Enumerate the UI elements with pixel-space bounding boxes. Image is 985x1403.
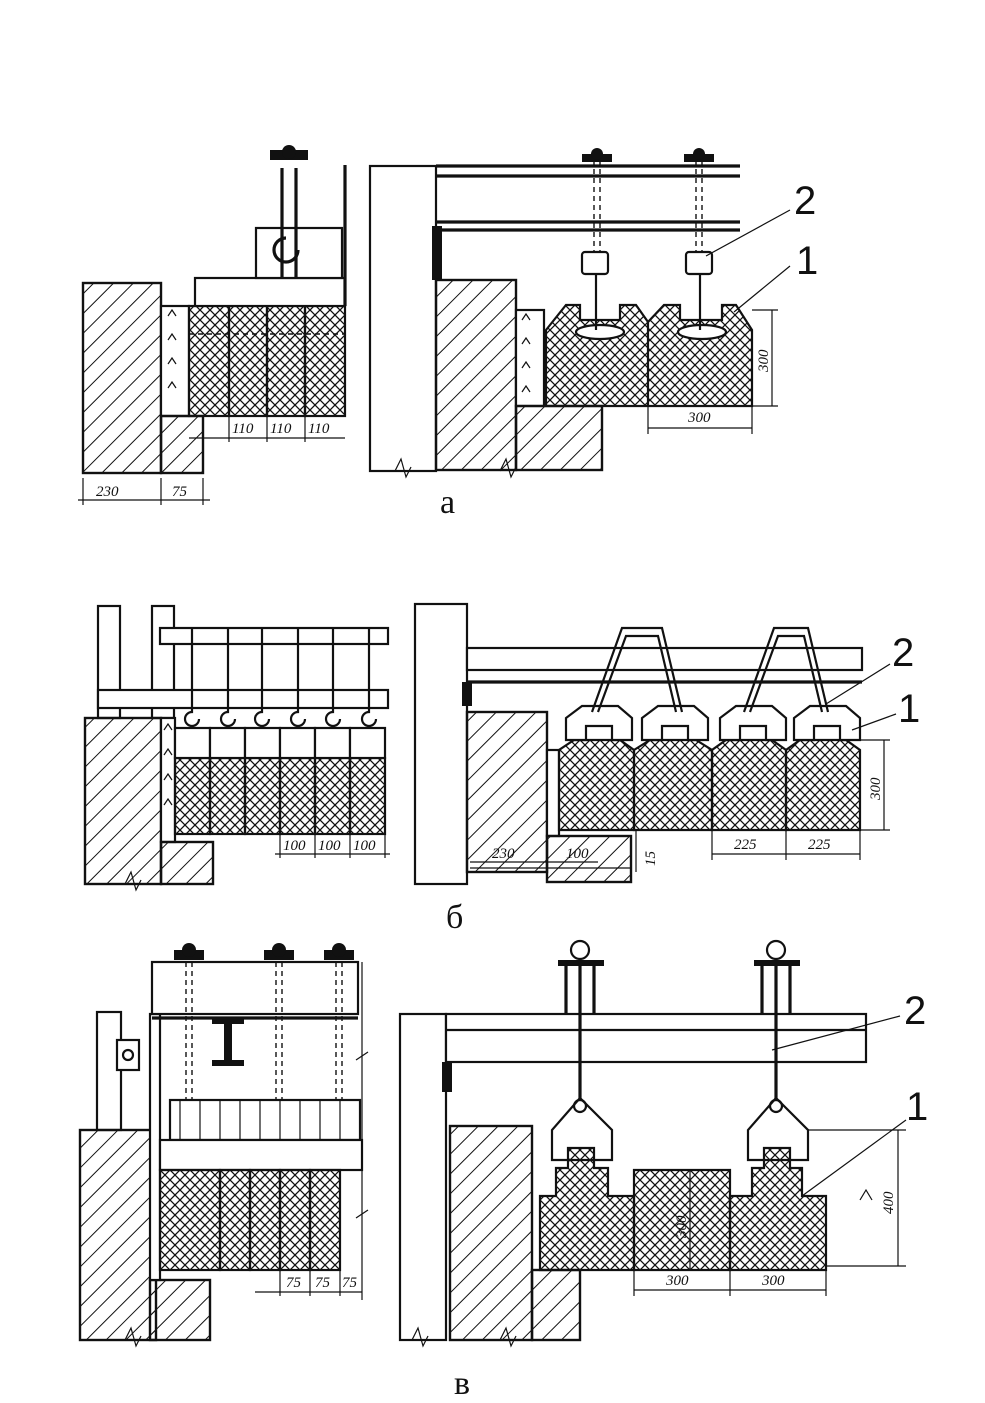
callout-number: 1 [898,687,920,731]
dim-label: 230 [96,484,119,500]
dim-label: 230 [492,846,515,862]
insulation-gap [159,304,191,418]
support-beam [193,276,347,308]
figure-caption: в [454,1365,470,1402]
support-beam [444,1012,868,1064]
brick-ledge [148,1278,212,1342]
nut-icon [558,960,604,966]
hanger-hooks [183,628,378,728]
dim-label: 75 [286,1275,302,1291]
brick-ledge [514,404,604,472]
dim-label: 300 [868,777,884,801]
dim-label: 225 [808,837,831,853]
hanger-loops [590,626,830,713]
figure-b: 100 100 100 [83,602,920,936]
dim-label: 300 [665,1273,689,1289]
suspension-clamp [580,250,610,276]
figure-c-right-view: 300 300 300 400 2 1 [398,939,928,1348]
steel-column [398,1012,448,1342]
hanger-rail [158,626,390,646]
dim-label: 75 [172,484,188,500]
figure-caption: б [446,899,463,936]
figure-b-right-view: 230 100 15 225 225 300 2 1 [413,602,920,886]
dim-label: 300 [687,410,711,426]
brick-ledge [530,1268,582,1342]
dim-label: 15 [643,851,659,867]
bolt-icon [121,1048,135,1062]
brick-wall [434,278,518,472]
refractory-blocks [538,1146,828,1272]
callout-number: 2 [794,179,816,223]
steel-column [368,164,438,473]
dim-label: 75 [315,1275,331,1291]
hook-icon [272,236,300,264]
brick-wall [448,1124,534,1342]
support-beam [150,960,360,1016]
dim-label: 300 [761,1273,785,1289]
dim-label: 100 [318,838,341,854]
dim-label: 110 [270,421,292,437]
dim-label: 75 [342,1275,358,1291]
dim-label: 400 [881,1191,897,1214]
figure-c-left-view: 75 75 75 [78,943,369,1348]
support-beam [96,688,390,710]
brick-wall [83,716,163,886]
dim-label: 100 [566,846,589,862]
dim-label: 300 [674,1215,690,1239]
brick-wall [78,1128,158,1342]
steel-column [413,602,469,886]
suspension-rods [558,939,800,1100]
i-beam-icon [212,1018,244,1066]
dim-label: 110 [232,421,254,437]
figure-a-left-view: 110 110 110 230 75 [78,145,347,505]
brick-ledge [545,834,633,884]
brick-ledge [159,414,205,475]
brick-ledge [159,840,215,886]
dim-label: 225 [734,837,757,853]
figure-b-left-view: 100 100 100 [83,604,390,892]
callout-number: 2 [904,989,926,1033]
brick-wall [81,281,163,475]
figure-a-right-view: 300 300 2 1 [368,148,818,479]
hanger-clamps [168,1098,362,1142]
callout-number: 2 [892,631,914,675]
figure-a: 110 110 110 230 75 [78,145,818,521]
dim-label: 100 [283,838,306,854]
figure-c: 75 75 75 [78,939,928,1402]
refractory-blocks [557,704,862,832]
callout-number: 1 [906,1085,928,1129]
nut-icon [754,960,800,966]
dim-label: 110 [308,421,330,437]
callout-number: 1 [796,239,818,283]
figure-caption: а [440,484,455,521]
dim-label: 300 [756,349,772,373]
dim-label: 100 [353,838,376,854]
suspension-clamp [684,250,714,276]
brick-wall [465,710,549,874]
